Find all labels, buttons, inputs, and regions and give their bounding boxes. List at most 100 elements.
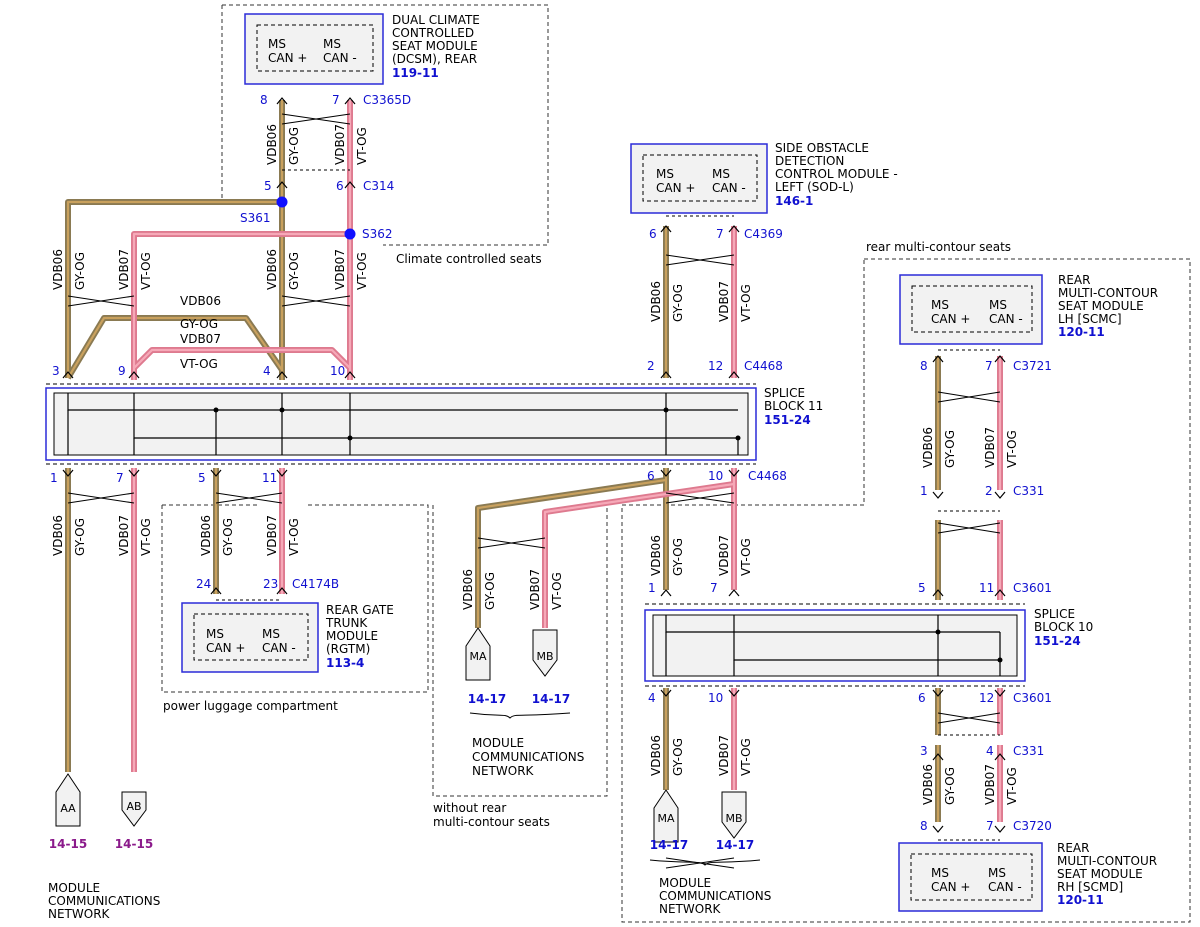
- circuit-vtog-3: VT-OG: [355, 252, 369, 290]
- network-2-line-1: MODULE: [472, 736, 524, 750]
- circuit-vtog-9: VT-OG: [1005, 430, 1019, 468]
- terminal-aa-label: AA: [60, 802, 76, 815]
- rgtm-ref: 113-4: [326, 656, 364, 670]
- circuit-vdb07-h: VDB07: [180, 332, 221, 346]
- pin-scmd-a: 8: [920, 819, 928, 833]
- terminal-ma-2-ref: 14-17: [650, 838, 688, 852]
- pin-sb10-out-10: 10: [708, 691, 723, 705]
- pin-sb11-out-11: 11: [262, 471, 277, 485]
- conn-c314: C314: [363, 179, 394, 193]
- pin-sb10-in-11: 11: [979, 581, 994, 595]
- circuit-vtog-1: VT-OG: [355, 127, 369, 165]
- terminal-aa-ref: 14-15: [49, 837, 87, 851]
- without-rear-label-1: without rear: [433, 801, 506, 815]
- pin-sb10-out-4: 4: [648, 691, 656, 705]
- conn-c3720: C3720: [1013, 819, 1052, 833]
- splice10-title-2: BLOCK 10: [1034, 620, 1093, 634]
- scmd-pin-ms-1: MS: [931, 866, 949, 880]
- rgtm-pin-can-plus: CAN +: [206, 641, 245, 655]
- circuit-vdb06-11: VDB06: [921, 764, 935, 805]
- scmd-title-1: REAR: [1057, 841, 1089, 855]
- pin-c331b-a: 3: [920, 744, 928, 758]
- pin-sodl-a: 6: [649, 227, 657, 241]
- scmc-pin-ms-2: MS: [989, 298, 1007, 312]
- wires-gy-og: [65, 100, 941, 822]
- pin-sb11-in-2: 2: [647, 359, 655, 373]
- circuit-vdb07-1: VDB07: [333, 124, 347, 165]
- splice-block-11: SPLICE BLOCK 11 151-24: [45, 383, 823, 465]
- terminal-aa: AA 14-15: [49, 773, 87, 851]
- pin-sb11-in-12: 12: [708, 359, 723, 373]
- dcsm-title-2: CONTROLLED: [392, 26, 474, 40]
- rgtm-module: MS CAN + MS CAN - REAR GATE TRUNK MODULE…: [181, 602, 394, 673]
- splice-dot-s362: [344, 228, 356, 240]
- circuit-vdb07-11: VDB07: [983, 764, 997, 805]
- pin-c314-b: 6: [336, 179, 344, 193]
- circuit-vdb07-10: VDB07: [717, 735, 731, 776]
- pin-c331-b: 2: [985, 484, 993, 498]
- conn-c3601-a: C3601: [1013, 581, 1052, 595]
- scmc-pin-can-minus: CAN -: [989, 312, 1023, 326]
- dcsm-pin-ms-2: MS: [323, 37, 341, 51]
- pin-rgtm-a: 24: [196, 577, 211, 591]
- sodl-title-4: LEFT (SOD-L): [775, 180, 854, 194]
- terminal-ab-label: AB: [126, 800, 141, 813]
- scmd-ref: 120-11: [1057, 893, 1104, 907]
- conn-c331-b: C331: [1013, 744, 1044, 758]
- sodl-pin-can-minus: CAN -: [712, 181, 746, 195]
- conn-s362: S362: [362, 227, 393, 241]
- circuit-vdb06-10: VDB06: [649, 735, 663, 776]
- terminal-ma-1-ref: 14-17: [468, 692, 506, 706]
- circuit-vtog-6: VT-OG: [287, 518, 301, 556]
- rgtm-pin-ms-1: MS: [206, 627, 224, 641]
- circuit-vdb06-8: VDB06: [649, 535, 663, 576]
- scmd-title-4: RH [SCMD]: [1057, 880, 1123, 894]
- network-1-line-1: MODULE: [48, 881, 100, 895]
- circuit-vdb06-4: VDB06: [649, 281, 663, 322]
- circuit-vdb07-5: VDB07: [117, 515, 131, 556]
- rgtm-pin-can-minus: CAN -: [262, 641, 296, 655]
- circuit-vtog-7: VT-OG: [550, 572, 564, 610]
- dcsm-pin-can-minus: CAN -: [323, 51, 357, 65]
- scmd-pin-ms-2: MS: [988, 866, 1006, 880]
- dcsm-module: MS CAN + MS CAN - DUAL CLIMATE CONTROLLE…: [244, 13, 480, 85]
- pin-sb11-out-5: 5: [198, 471, 206, 485]
- scmc-title-4: LH [SCMC]: [1058, 312, 1122, 326]
- pin-sb11-out-10: 10: [708, 469, 723, 483]
- circuit-gyog-11: GY-OG: [943, 767, 957, 805]
- sodl-module: MS CAN + MS CAN - SIDE OBSTACLE DETECTIO…: [630, 141, 898, 214]
- circuit-vdb06-7: VDB06: [461, 569, 475, 610]
- circuit-vdb06-3: VDB06: [265, 249, 279, 290]
- pin-c331-a: 1: [920, 484, 928, 498]
- circuit-vtog-11: VT-OG: [1005, 767, 1019, 805]
- conn-c4174b: C4174B: [292, 577, 339, 591]
- rgtm-title-1: REAR GATE: [326, 603, 394, 617]
- splice-dot-s361: [276, 196, 288, 208]
- splice11-title-2: BLOCK 11: [764, 399, 823, 413]
- sodl-title-2: DETECTION: [775, 154, 844, 168]
- circuit-vtog-4: VT-OG: [739, 284, 753, 322]
- pin-c314-a: 5: [264, 179, 272, 193]
- climate-seats-area: [221, 4, 549, 246]
- rear-multi-contour-area: [621, 258, 1191, 923]
- connector-arrows: [62, 97, 1006, 833]
- pin-scmc-b: 7: [985, 359, 993, 373]
- circuit-labels: VDB06 GY-OG VDB07 VT-OG VDB06 GY-OG VDB0…: [51, 124, 1019, 805]
- circuit-vdb07-7: VDB07: [528, 569, 542, 610]
- conn-c3365d: C3365D: [363, 93, 411, 107]
- terminal-mb-1: MB 14-17: [532, 629, 570, 706]
- conn-c4369: C4369: [744, 227, 783, 241]
- circuit-gyog-9: GY-OG: [943, 430, 957, 468]
- circuit-gyog-h: GY-OG: [180, 317, 218, 331]
- pin-rgtm-b: 23: [263, 577, 278, 591]
- conn-c3721: C3721: [1013, 359, 1052, 373]
- circuit-vtog-10: VT-OG: [739, 738, 753, 776]
- circuit-gyog-1: GY-OG: [287, 127, 301, 165]
- pin-sb11-in-10: 10: [330, 364, 345, 378]
- pin-c331b-b: 4: [986, 744, 994, 758]
- circuit-gyog-8: GY-OG: [671, 538, 685, 576]
- scmd-title-2: MULTI-CONTOUR: [1057, 854, 1157, 868]
- pin-sb11-out-7: 7: [116, 471, 124, 485]
- conn-c3601-b: C3601: [1013, 691, 1052, 705]
- terminal-ma-2-label: MA: [657, 812, 674, 825]
